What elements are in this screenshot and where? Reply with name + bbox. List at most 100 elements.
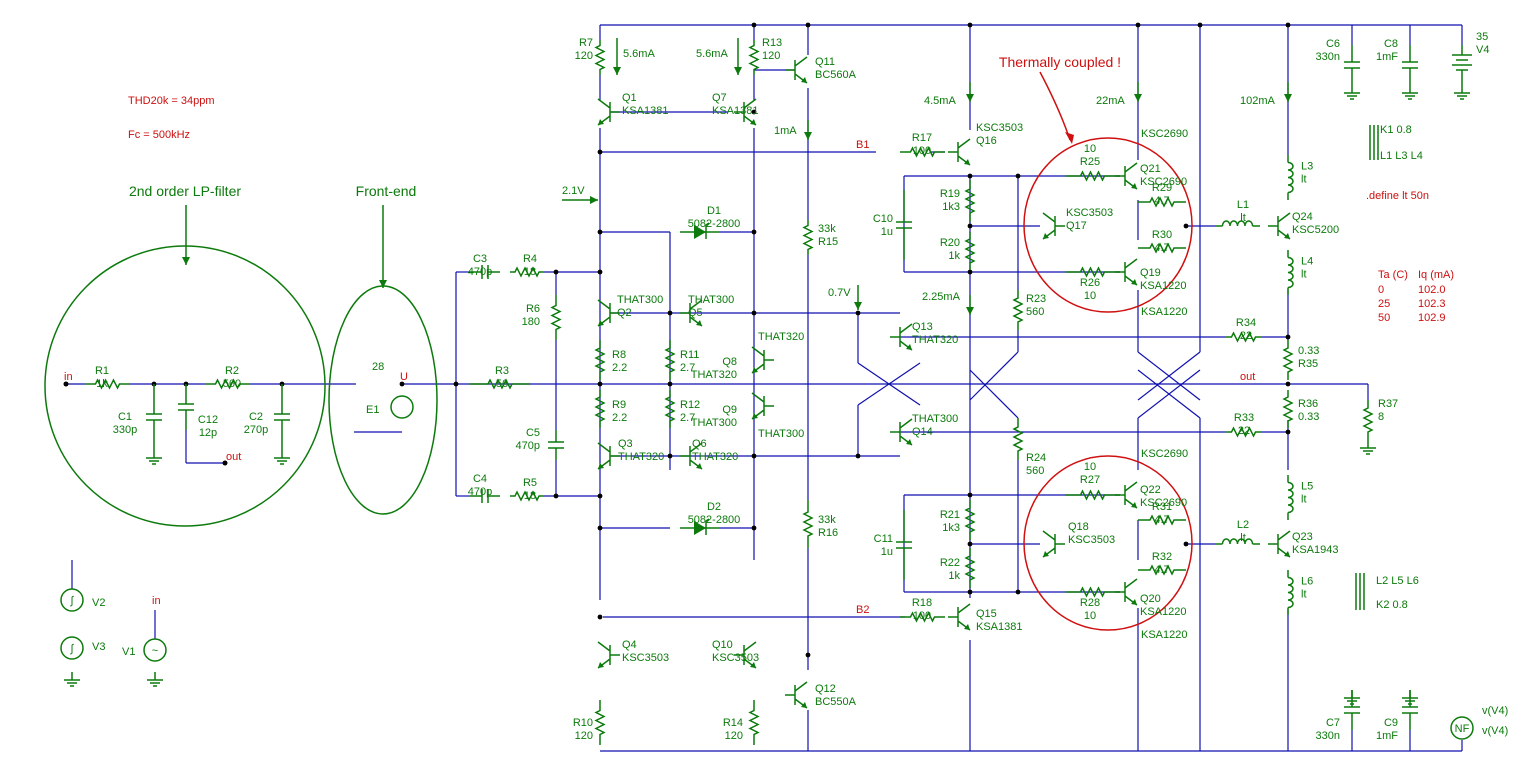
junction-dot xyxy=(597,381,603,387)
label-l3: L3 xyxy=(1301,161,1313,173)
net-b1: B1 xyxy=(856,139,869,151)
label-r34: R34 xyxy=(1236,317,1256,329)
transformer-core-k2 xyxy=(1355,573,1365,610)
label-q16: Q16 xyxy=(976,135,997,147)
arrow-head xyxy=(966,94,974,102)
junction-dot xyxy=(751,229,757,235)
junction-dot xyxy=(553,269,559,275)
label-q1: KSA1381 xyxy=(622,105,668,117)
transistor-q22 xyxy=(1115,481,1138,509)
label-r15: R15 xyxy=(818,236,838,248)
label-l1: lt xyxy=(1240,212,1246,224)
label-q22: Q22 xyxy=(1140,484,1161,496)
junction-dot xyxy=(967,22,973,28)
label-q6: Q6 xyxy=(692,438,707,450)
arrow-head xyxy=(1134,94,1142,102)
label-r15: 33k xyxy=(818,223,836,235)
resistor-r20 xyxy=(964,232,976,270)
wire xyxy=(1137,351,1201,401)
diode-body xyxy=(694,225,706,239)
label-l6: L6 xyxy=(1301,576,1313,588)
label-q1: Q1 xyxy=(622,92,637,104)
junction-dot xyxy=(1285,429,1291,435)
label-r13: 120 xyxy=(762,50,780,62)
resistor-r32 xyxy=(1138,564,1186,576)
label-d2: D2 xyxy=(707,501,721,513)
label-q21: KSC2690 xyxy=(1141,128,1188,140)
ground-symbol xyxy=(1402,690,1418,705)
label-q20: KSA1220 xyxy=(1140,606,1186,618)
junction-dot xyxy=(967,173,973,179)
label-q9: Q9 xyxy=(722,404,737,416)
label-r25: 10 xyxy=(1084,143,1096,155)
junction-dot xyxy=(967,492,973,498)
capacitor-c11 xyxy=(896,510,912,580)
source-e2 xyxy=(1450,716,1474,740)
label-l5: L5 xyxy=(1301,481,1313,493)
label-q15: Q15 xyxy=(976,608,997,620)
transformer-core-k1 xyxy=(1369,125,1379,160)
label-l6: lt xyxy=(1301,589,1307,601)
junction-dot xyxy=(597,525,603,531)
wire xyxy=(969,351,1019,401)
resistor-r37 xyxy=(1362,400,1374,440)
label-q9: THAT300 xyxy=(758,428,804,440)
transistor-q11 xyxy=(785,56,808,84)
label-r36: 0.33 xyxy=(1298,411,1319,423)
junction-dot xyxy=(805,22,811,28)
junction-dot xyxy=(553,493,559,499)
label-e2: v(V4) xyxy=(1482,705,1508,717)
current-q16: 4.5mA xyxy=(924,95,956,107)
resistor-r18 xyxy=(900,611,945,623)
label-c5: 470p xyxy=(516,440,540,452)
label-q24: Q24 xyxy=(1292,211,1313,223)
resistor-r36 xyxy=(1282,390,1294,428)
label-c8: 1mF xyxy=(1376,51,1398,63)
label-r28: R28 xyxy=(1080,597,1100,609)
label-q15: KSA1381 xyxy=(976,621,1022,633)
junction-dot xyxy=(597,493,603,499)
resistor-r25 xyxy=(1065,170,1120,182)
label-r21: R21 xyxy=(940,509,960,521)
ground-symbol xyxy=(1454,85,1470,100)
label-r29: R29 xyxy=(1152,182,1172,194)
resistor-r19 xyxy=(964,180,976,222)
resistor-r17 xyxy=(900,146,945,158)
source-v2 xyxy=(60,588,84,612)
label-v4: V4 xyxy=(1476,44,1489,56)
label-c10: 1u xyxy=(881,226,893,238)
label-q17: KSC3503 xyxy=(1066,207,1113,219)
iq-header-ta: Ta (C) xyxy=(1378,269,1408,281)
junction-dot xyxy=(751,310,757,316)
label-r18: R18 xyxy=(912,597,932,609)
label-r20: 1k xyxy=(948,250,960,262)
emitter-arrow xyxy=(1131,599,1137,605)
label-l4: L4 xyxy=(1301,256,1313,268)
emitter-arrow xyxy=(752,367,758,373)
label-l1: L1 xyxy=(1237,199,1249,211)
junction-dot xyxy=(222,460,228,466)
label-r17: R17 xyxy=(912,132,932,144)
label-c10: C10 xyxy=(873,213,893,225)
resistor-r1 xyxy=(85,378,130,390)
label-r32: R32 xyxy=(1152,551,1172,563)
front-end-title: Front-end xyxy=(356,183,417,199)
label-q18: KSC3503 xyxy=(1068,534,1115,546)
junction-dot xyxy=(751,22,757,28)
junction-dot xyxy=(1285,381,1291,387)
capacitor-c4 xyxy=(470,489,500,503)
inductor-l5 xyxy=(1287,475,1294,520)
label-c5: C5 xyxy=(526,427,540,439)
resistor-r35 xyxy=(1282,340,1294,380)
transistor-q19 xyxy=(1115,258,1138,286)
emitter-arrow xyxy=(598,662,604,668)
resistor-r22 xyxy=(964,548,976,588)
label-r12: 2.7 xyxy=(680,412,695,424)
transistor-q20 xyxy=(1115,578,1138,606)
wire xyxy=(969,369,1019,419)
ground-symbol xyxy=(147,672,163,687)
iq-value: 102.9 xyxy=(1418,312,1446,324)
arrow-head xyxy=(590,196,598,204)
label-q14: THAT300 xyxy=(912,413,958,425)
label-c4: 470p xyxy=(468,486,492,498)
